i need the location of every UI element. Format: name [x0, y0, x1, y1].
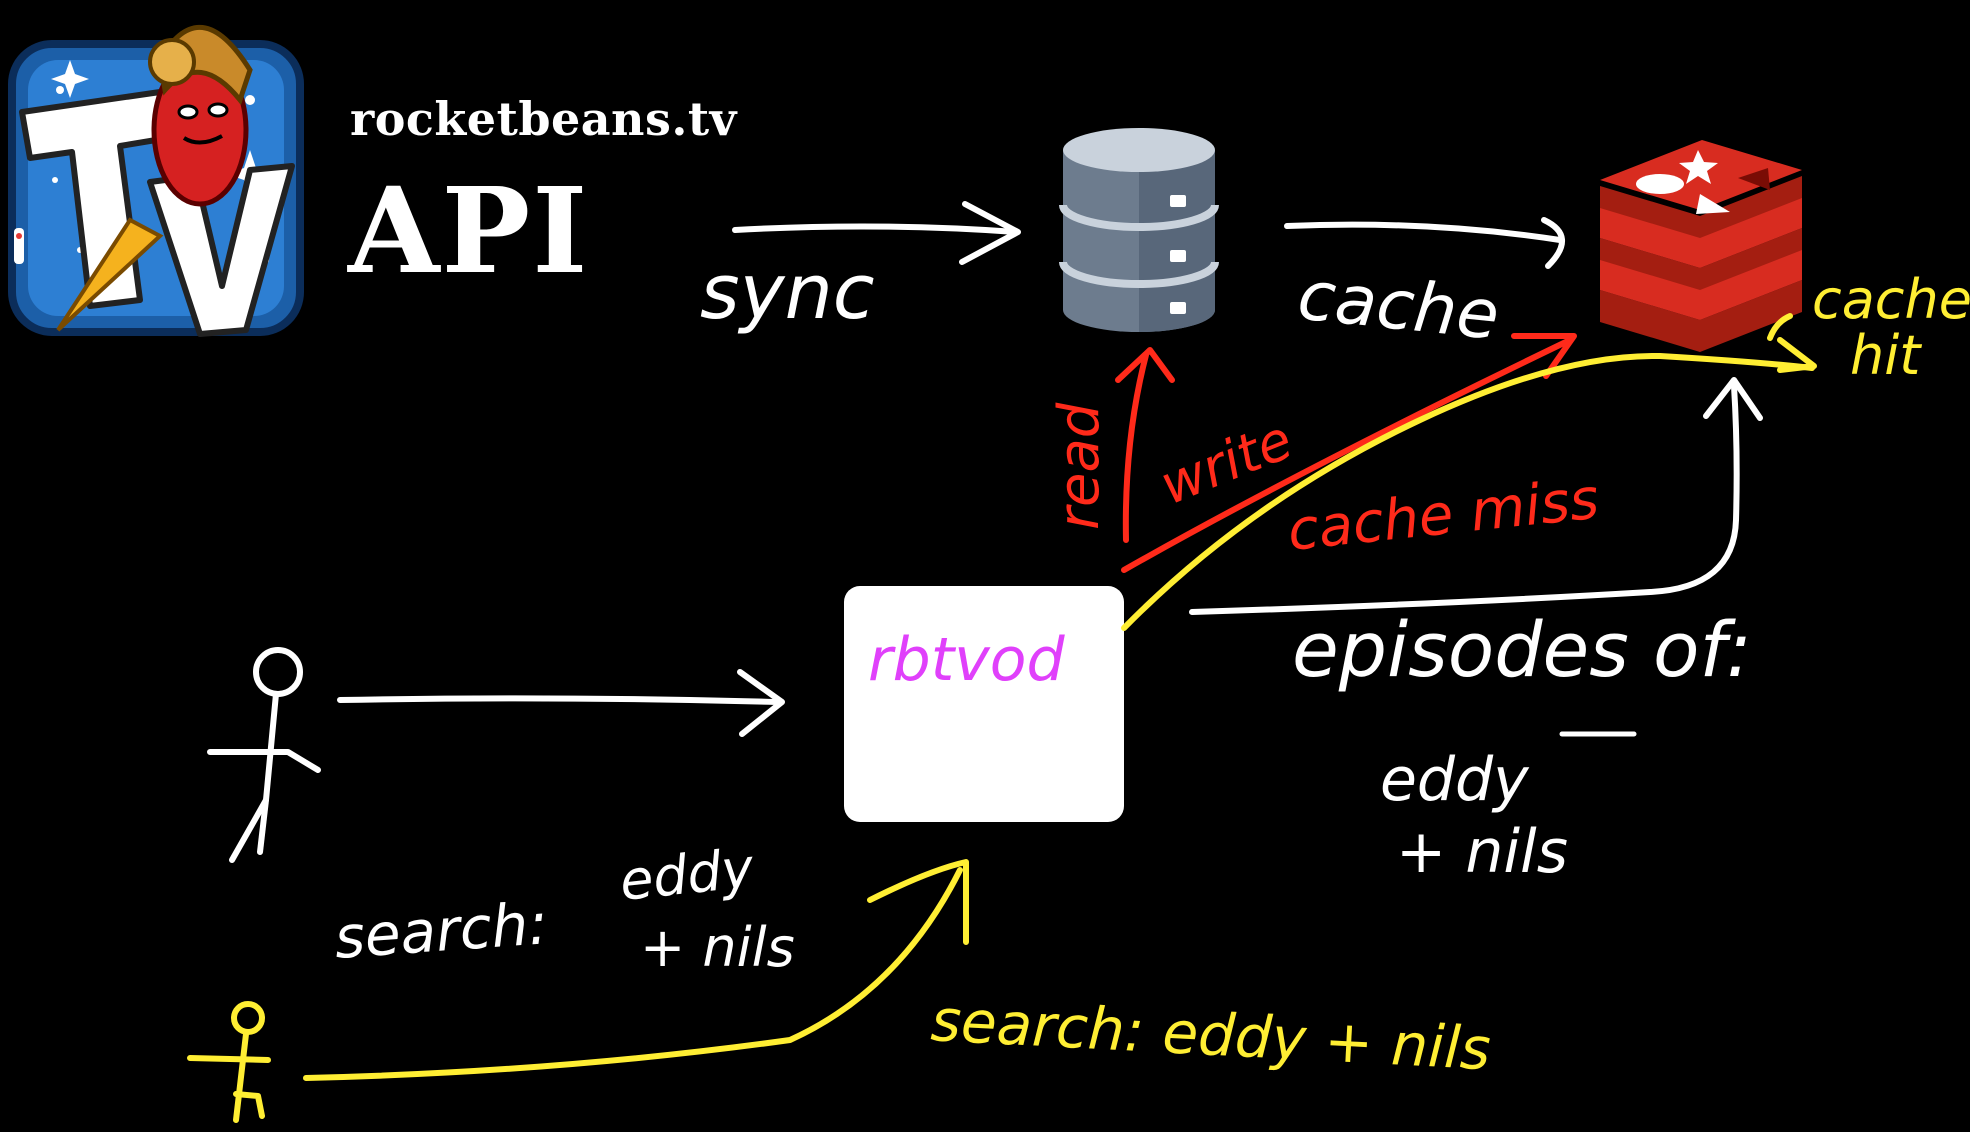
search-white-prefix: search: [332, 889, 550, 972]
search-yellow-label: search: eddy + nils [929, 986, 1492, 1083]
brand-site-name: rocketbeans.tv [350, 92, 737, 146]
sync-label: sync [700, 247, 875, 336]
cache-arrow [1284, 221, 1563, 243]
sync-arrowhead [959, 201, 1021, 265]
request-arrowhead [737, 669, 785, 737]
cache-label: cache [1294, 256, 1503, 356]
search-white-line-1: eddy [617, 836, 758, 913]
cache-hit-line-2: hit [1850, 324, 1922, 387]
cache-hit-label: cache hit [1812, 268, 1970, 387]
cache-miss-path [1189, 383, 1740, 615]
cache-hit-arrowhead-up [1767, 313, 1793, 341]
search-request-arrowhead [867, 859, 969, 945]
episodes-query-line-2: + nils [1396, 817, 1568, 887]
search-request-arrow [303, 867, 963, 1081]
cache-hit-arrowhead-right [1777, 337, 1817, 373]
service-label: rbtvod [868, 625, 1065, 695]
episodes-of-label: episodes of: [1292, 605, 1752, 694]
episodes-query-line-1: eddy [1380, 745, 1530, 815]
write-arrowhead [1511, 333, 1577, 379]
cache-hit-path [1121, 352, 1815, 631]
stick-figure-user-icon [207, 647, 321, 863]
service-box [844, 586, 1124, 822]
stick-figure-user-icon [187, 1001, 271, 1123]
redis-cache-icon [1600, 140, 1802, 352]
rocketbeans-tv-logo-icon [8, 24, 304, 337]
search-white-line-2: + nils [640, 916, 795, 979]
write-arrow [1121, 337, 1573, 573]
cache-miss-label: cache miss [1285, 467, 1602, 564]
cache-arrowhead [1541, 217, 1566, 269]
read-arrow [1122, 352, 1149, 543]
cache-miss-arrowhead [1703, 377, 1763, 421]
sync-arrow [732, 223, 1019, 235]
brand-product-title: API [348, 161, 590, 300]
read-label: read [1047, 402, 1112, 530]
request-arrow [337, 695, 779, 705]
read-arrowhead [1115, 347, 1175, 383]
database-icon [1059, 128, 1219, 332]
cache-hit-line-1: cache [1812, 268, 1970, 331]
